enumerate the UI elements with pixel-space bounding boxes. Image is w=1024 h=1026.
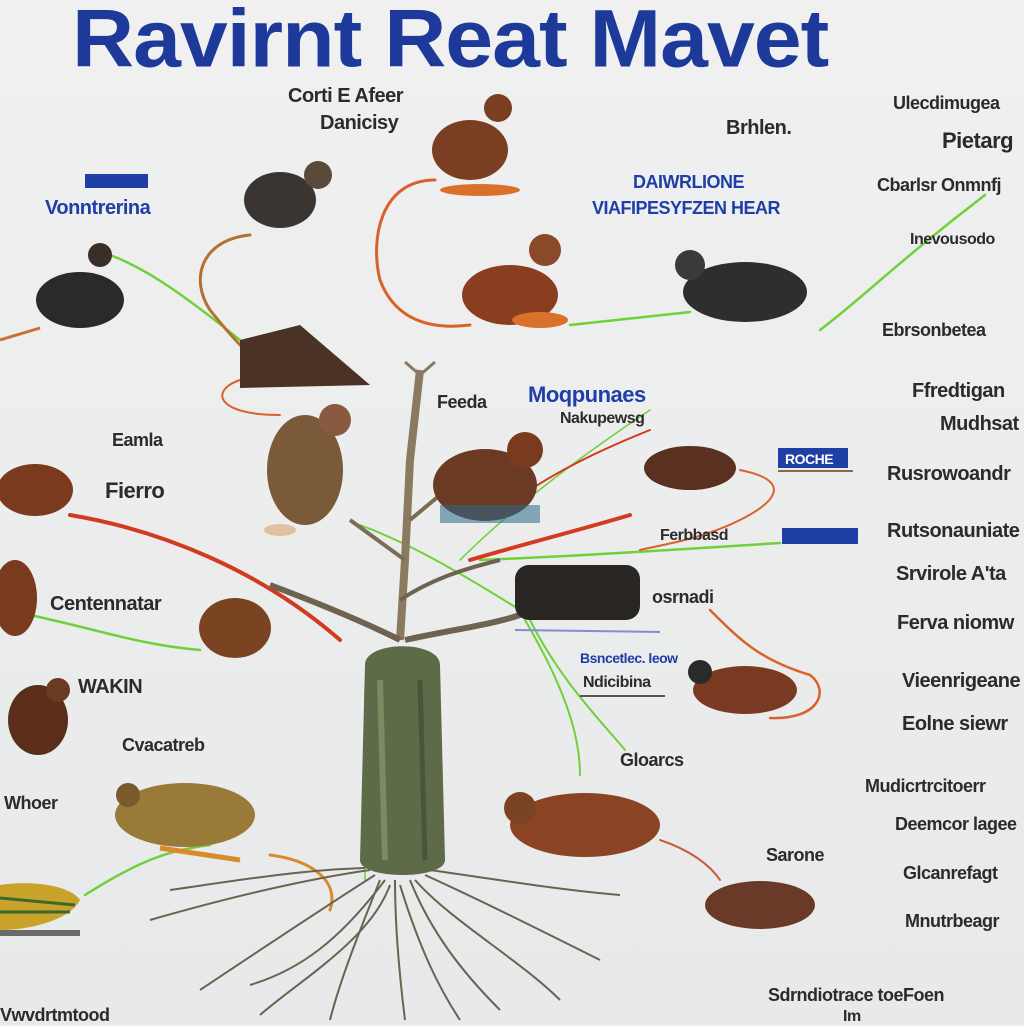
label-right-blue-box: ROCHE	[785, 451, 834, 467]
label-right-3: Cbarlsr Onmnfj	[877, 175, 1002, 195]
label-right-15: Deemcor lagee	[895, 814, 1017, 834]
label-left-3: Centennatar	[50, 593, 162, 615]
label-bottom-left: Vwvdrtmtood	[0, 1005, 110, 1025]
label-left-6: Whoer	[4, 793, 58, 813]
label-top-right-blue-line1: DAIWRLIONE	[633, 172, 745, 192]
label-left-1: Eamla	[112, 430, 163, 450]
label-mid-blue-line1: Moqpunaes	[528, 382, 646, 407]
label-right-7: Mudhsat	[940, 413, 1019, 435]
label-mid-blue-line2: Nakupewsg	[560, 410, 645, 427]
label-bottom-right-line1: Sdrndiotrace toeFoen	[768, 985, 945, 1005]
label-right-14: Mudicrtrcitoerr	[865, 776, 986, 796]
label-right-8: Rusrowoandr	[887, 463, 1011, 485]
label-right-4: Inevousodo	[910, 231, 995, 248]
label-top-center-line1: Corti E Afeer	[288, 85, 404, 107]
label-center-right-4: Gloarcs	[620, 750, 684, 770]
label-right-17: Mnutrbeagr	[905, 911, 1000, 931]
label-right-13: Eolne siewr	[902, 713, 1008, 735]
rodent-icons	[0, 94, 815, 936]
label-top-center-line2: Danicisy	[320, 112, 399, 134]
label-right-2: Pietarg	[942, 128, 1014, 153]
label-top-right-blue-line2: VIAFIPESYFZEN HEAR	[592, 198, 781, 218]
label-right-10: Srvirole A'ta	[896, 563, 1006, 585]
label-left-blue: Vonntrerina	[45, 197, 151, 219]
label-center-right-2: Bsncetlec. leow	[580, 650, 678, 666]
label-right-small: Ferbbasd	[660, 527, 729, 544]
label-right-5: Ebrsonbetea	[882, 320, 986, 340]
label-bottom-right-line2: Im	[843, 1008, 861, 1025]
diagram-title: Ravirnt Reat Mavet	[72, 0, 829, 85]
label-top-right-small: Brhlen.	[726, 117, 792, 139]
label-center-right-5: Sarone	[766, 845, 825, 865]
label-left-4: WAKIN	[78, 676, 143, 698]
label-left-2: Fierro	[105, 478, 165, 503]
label-boxes	[85, 174, 858, 697]
label-right-9: Rutsonauniate	[887, 520, 1020, 542]
label-center-right-1: osrnadi	[652, 587, 714, 607]
label-right-6: Ffredtigan	[912, 380, 1005, 402]
label-right-16: Glcanrefagt	[903, 863, 998, 883]
tree-icon	[149, 360, 621, 1021]
label-left-5: Cvacatreb	[122, 735, 205, 755]
label-right-12: Vieenrigeane	[902, 670, 1021, 692]
label-mid-tree: Feeda	[437, 392, 487, 412]
label-right-11: Ferva niomw	[897, 612, 1014, 634]
label-right-1: Ulecdimugea	[893, 93, 1000, 113]
label-center-right-3: Ndicibina	[583, 674, 651, 691]
